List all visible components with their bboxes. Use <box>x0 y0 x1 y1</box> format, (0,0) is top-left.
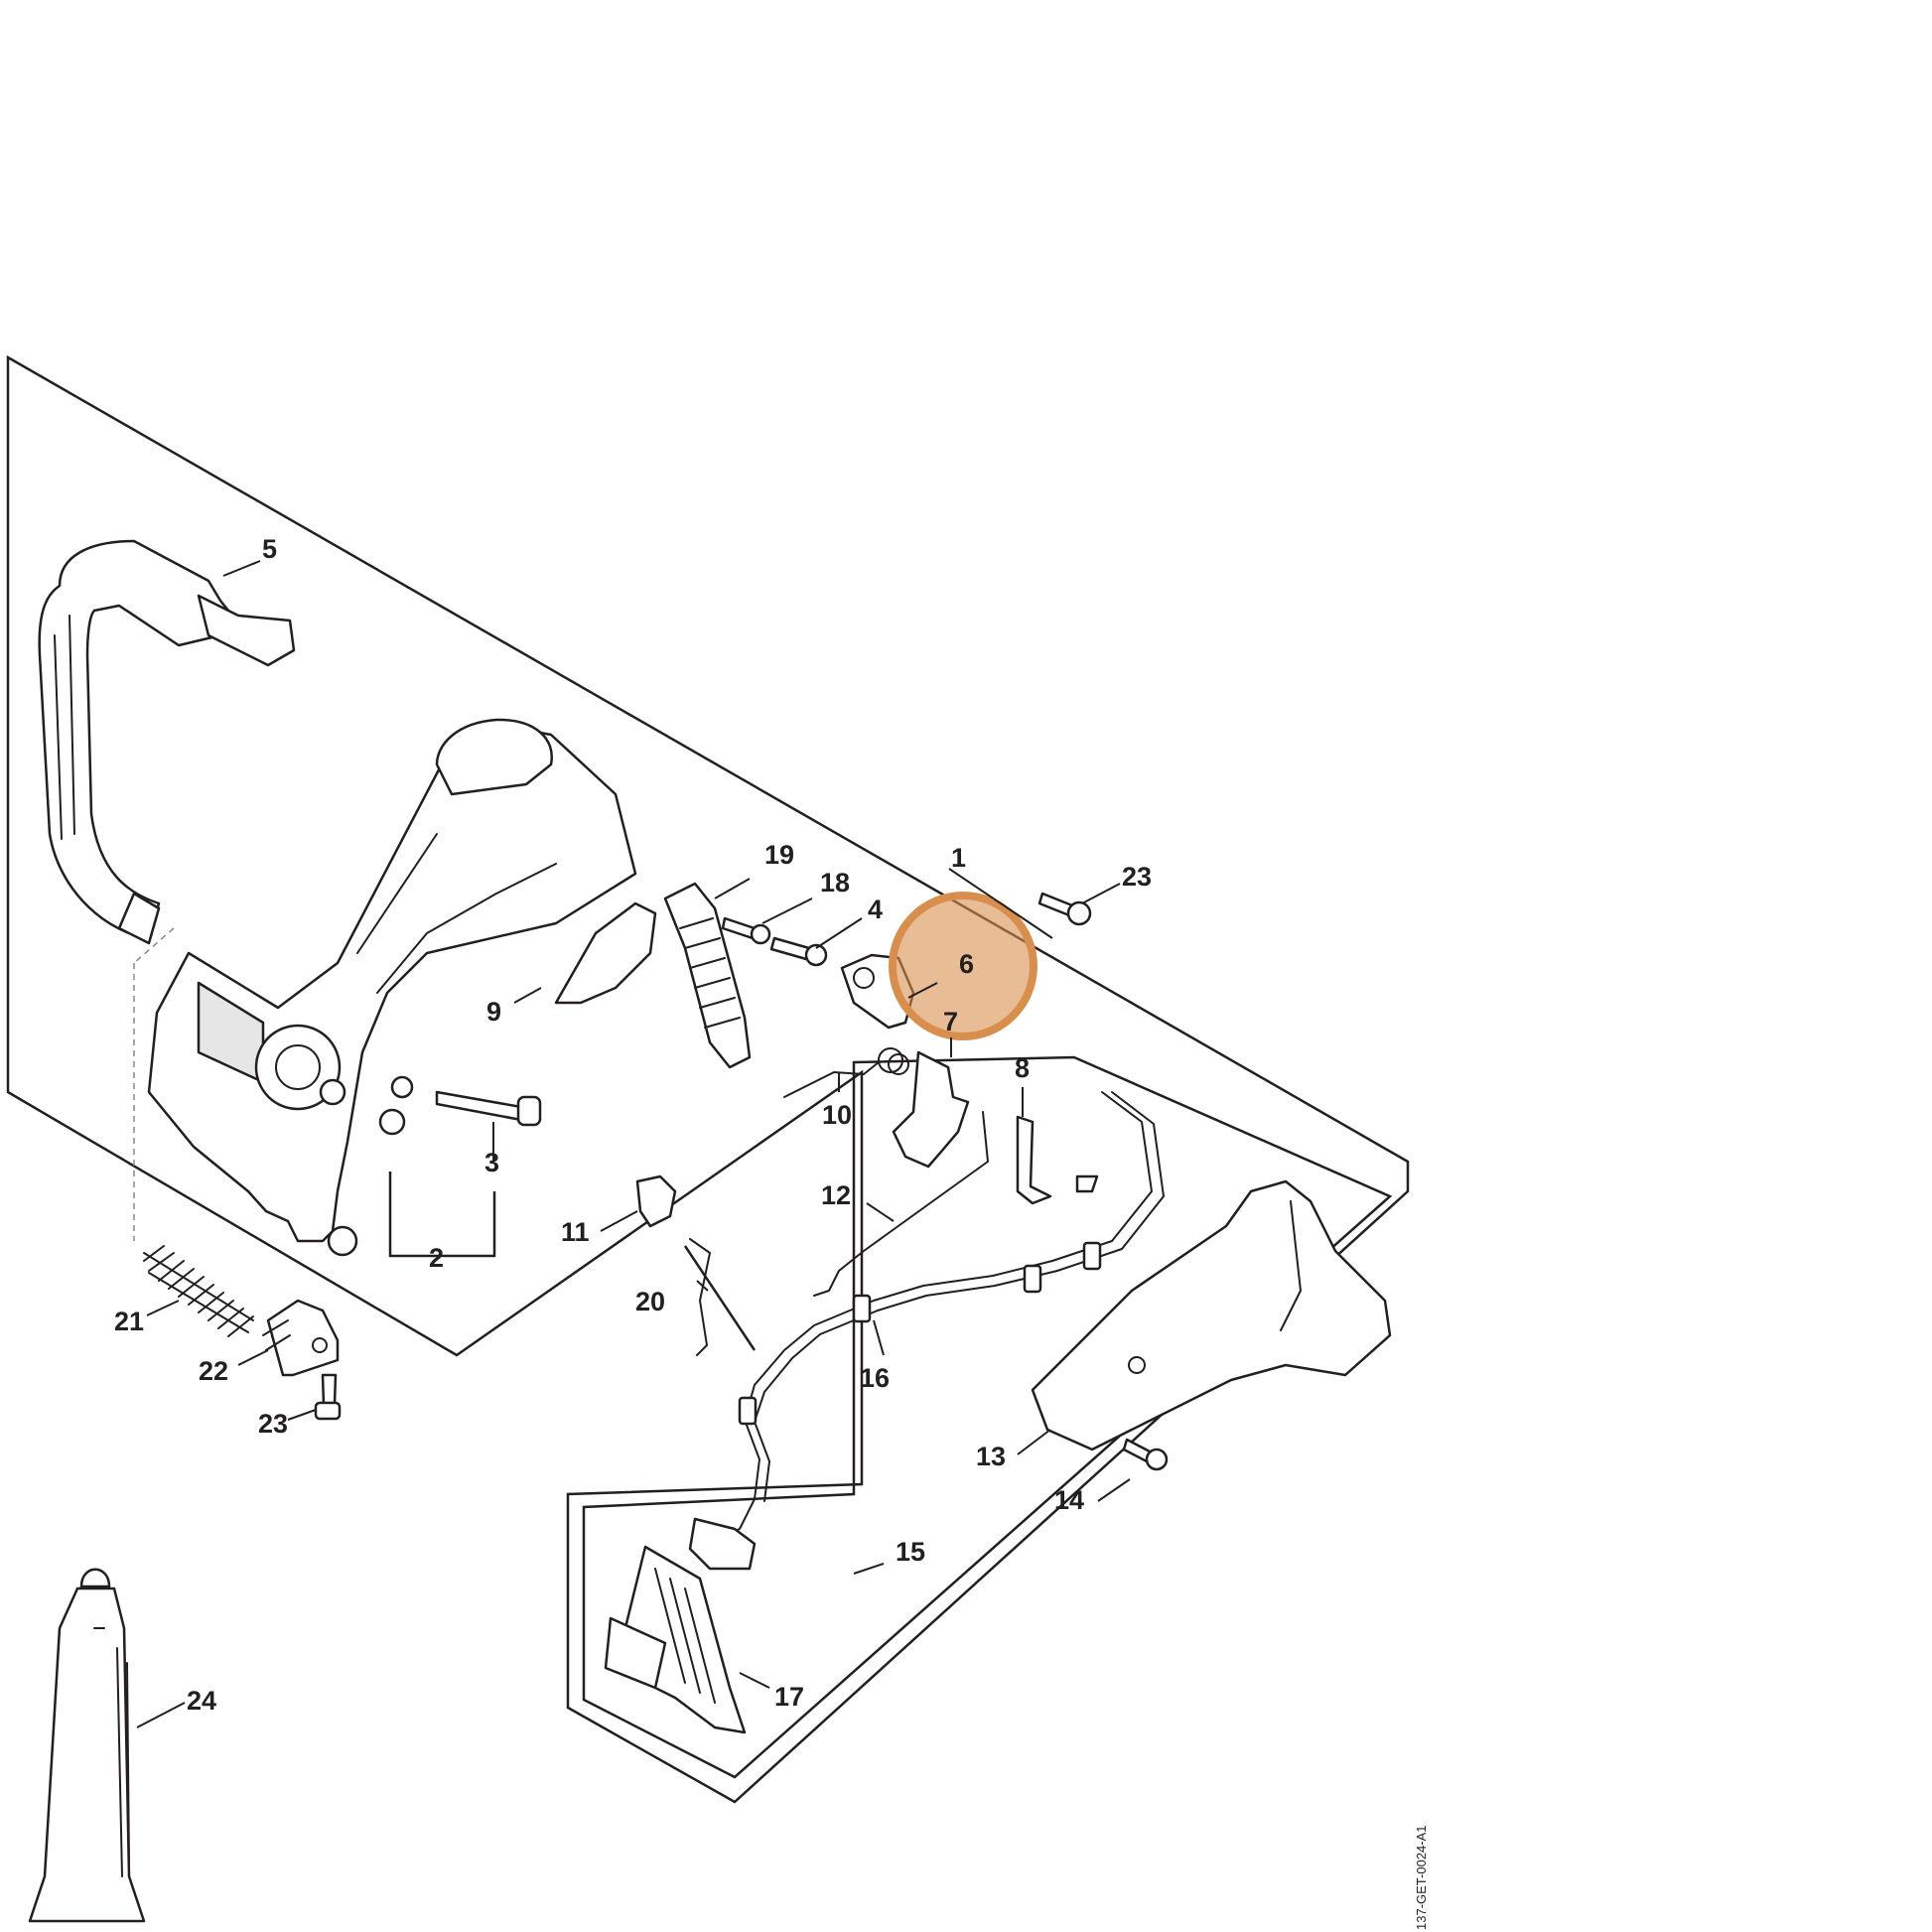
callout-23-upper: 23 <box>1122 862 1152 892</box>
callout-2: 2 <box>429 1243 444 1273</box>
callout-18: 18 <box>820 868 850 897</box>
callout-11: 11 <box>561 1217 590 1247</box>
assembly-guide-line <box>133 927 175 964</box>
callout-21: 21 <box>114 1307 144 1336</box>
spring-part-10 <box>783 1047 909 1098</box>
callout-labels: 5 1 23 19 18 4 6 7 8 9 10 3 2 11 20 12 1… <box>114 534 1152 1716</box>
callout-22: 22 <box>199 1356 228 1386</box>
callout-12: 12 <box>821 1180 851 1210</box>
subgroup-bracket-20 <box>683 1245 757 1351</box>
assembly-frame-main <box>6 354 1410 1804</box>
clip-part-8 <box>1016 1115 1052 1205</box>
callout-20: 20 <box>635 1287 665 1316</box>
callout-16: 16 <box>860 1363 890 1393</box>
screw-part-4 <box>769 936 828 967</box>
callout-15: 15 <box>896 1537 925 1567</box>
callout-1: 1 <box>951 843 966 873</box>
callout-24: 24 <box>187 1686 216 1716</box>
callout-19: 19 <box>764 840 794 870</box>
cover-part-9 <box>554 901 657 1005</box>
bellows-part-19 <box>663 882 752 1069</box>
document-code: 137-GET-0024-A1 <box>1414 1825 1429 1930</box>
spring-clip-part-20 <box>689 1238 711 1356</box>
subgroup-bracket-2 <box>388 1172 496 1258</box>
callout-10: 10 <box>822 1100 852 1130</box>
highlight-circle <box>889 892 1037 1040</box>
throttle-rod-part-12 <box>813 1111 989 1297</box>
handle-cover-part-13 <box>1031 1179 1392 1451</box>
callout-9: 9 <box>486 997 501 1027</box>
screw-part-23-lower <box>314 1373 342 1421</box>
spring-part-21 <box>143 1245 254 1337</box>
screw-part-3 <box>435 1090 542 1127</box>
leader-lines <box>136 560 1131 1728</box>
front-handle-part-5 <box>38 539 296 945</box>
trigger-part-7 <box>892 1050 970 1169</box>
callout-17: 17 <box>774 1682 804 1712</box>
screw-part-23-upper <box>1037 892 1092 926</box>
callout-7: 7 <box>943 1007 958 1036</box>
callout-3: 3 <box>484 1148 499 1177</box>
connector-part-17 <box>604 1517 757 1734</box>
handle-housing-part-2 <box>147 718 637 1257</box>
callout-4: 4 <box>868 895 883 924</box>
wire-harness-part-16 <box>714 1091 1165 1540</box>
screw-part-14 <box>1122 1438 1169 1471</box>
mount-part-22 <box>262 1299 340 1377</box>
callout-13: 13 <box>976 1442 1006 1471</box>
callout-23-lower: 23 <box>258 1409 288 1439</box>
callout-5: 5 <box>262 534 277 564</box>
callout-6: 6 <box>959 949 974 979</box>
callout-14: 14 <box>1054 1485 1084 1515</box>
bracket-part-11 <box>635 1174 677 1228</box>
callout-8: 8 <box>1015 1053 1030 1083</box>
screw-part-18 <box>721 916 771 945</box>
grease-tube-part-24 <box>28 1568 146 1923</box>
